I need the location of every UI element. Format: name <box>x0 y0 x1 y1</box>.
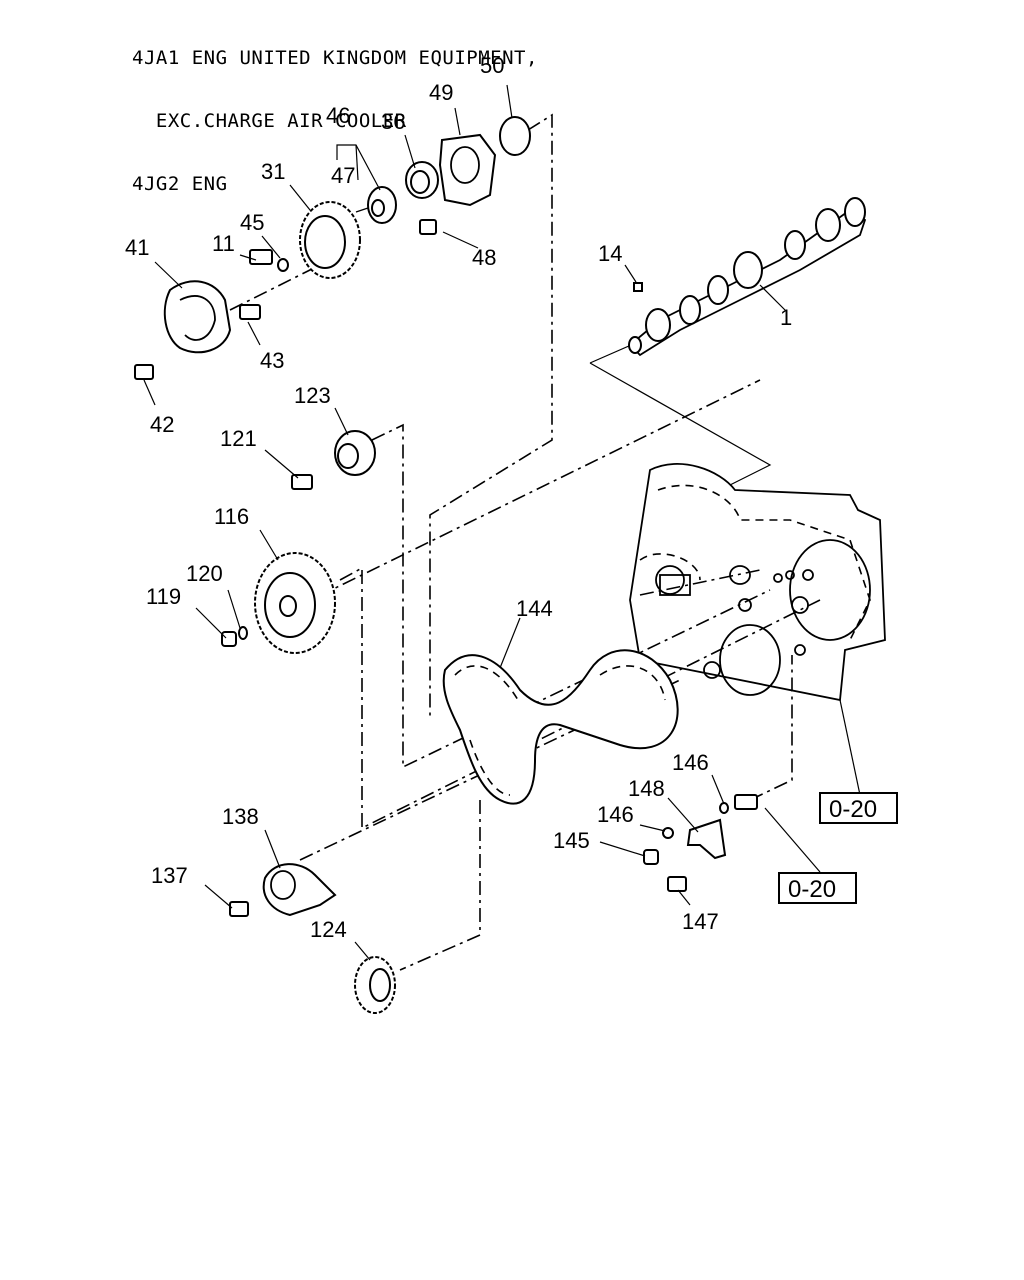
callout-labels: 50 49 46 36 31 47 45 11 41 48 14 1 43 42… <box>125 53 792 942</box>
callout-43: 43 <box>260 348 284 373</box>
callout-36: 36 <box>381 109 405 134</box>
reference-0-20-lower: 0-20 <box>788 876 836 903</box>
callout-46: 46 <box>326 103 350 128</box>
callout-123: 123 <box>294 383 331 408</box>
engine-front-case <box>629 463 886 702</box>
callout-31: 31 <box>261 159 285 184</box>
bracket-assembly <box>643 794 758 892</box>
callout-138: 138 <box>222 804 259 829</box>
camshaft <box>628 197 867 357</box>
callout-116: 116 <box>214 504 249 529</box>
reference-box-lower[interactable]: 0-20 <box>778 872 857 904</box>
callout-144: 144 <box>516 596 553 621</box>
reference-box-upper[interactable]: 0-20 <box>819 792 898 824</box>
callout-49: 49 <box>429 80 453 105</box>
callout-145: 145 <box>553 828 590 853</box>
callout-1: 1 <box>780 305 792 330</box>
header-line-1: 4JA1 ENG UNITED KINGDOM EQUIPMENT, <box>132 47 538 69</box>
diagram-header: 4JA1 ENG UNITED KINGDOM EQUIPMENT, EXC.C… <box>132 6 538 216</box>
callout-146-upper: 146 <box>672 750 709 775</box>
callout-47: 47 <box>331 163 355 188</box>
header-line-3: 4JG2 ENG <box>132 173 228 195</box>
timing-belt <box>442 649 679 805</box>
callout-148: 148 <box>628 776 665 801</box>
idler-pulley <box>291 430 376 490</box>
header-line-2: EXC.CHARGE AIR COOLER <box>132 110 407 132</box>
callout-50: 50 <box>480 53 504 78</box>
callout-45: 45 <box>240 210 264 235</box>
key-14 <box>633 282 643 292</box>
reference-0-20-upper: 0-20 <box>829 796 877 823</box>
callout-120: 120 <box>186 561 223 586</box>
callout-119: 119 <box>146 584 181 609</box>
callout-121: 121 <box>220 426 257 451</box>
callout-42: 42 <box>150 412 174 437</box>
callout-14: 14 <box>598 241 622 266</box>
callout-41: 41 <box>125 235 149 260</box>
belt-tensioner <box>229 863 337 917</box>
crankshaft-pulley <box>354 956 396 1014</box>
callout-124: 124 <box>310 917 347 942</box>
callout-137: 137 <box>151 863 188 888</box>
callout-146-lower: 146 <box>597 802 634 827</box>
cam-gear-assembly <box>134 116 531 380</box>
leader-lines <box>143 84 861 961</box>
callout-147: 147 <box>682 909 719 934</box>
injection-pump-gear <box>221 552 336 654</box>
callout-11: 11 <box>212 231 235 256</box>
callout-48: 48 <box>472 245 496 270</box>
